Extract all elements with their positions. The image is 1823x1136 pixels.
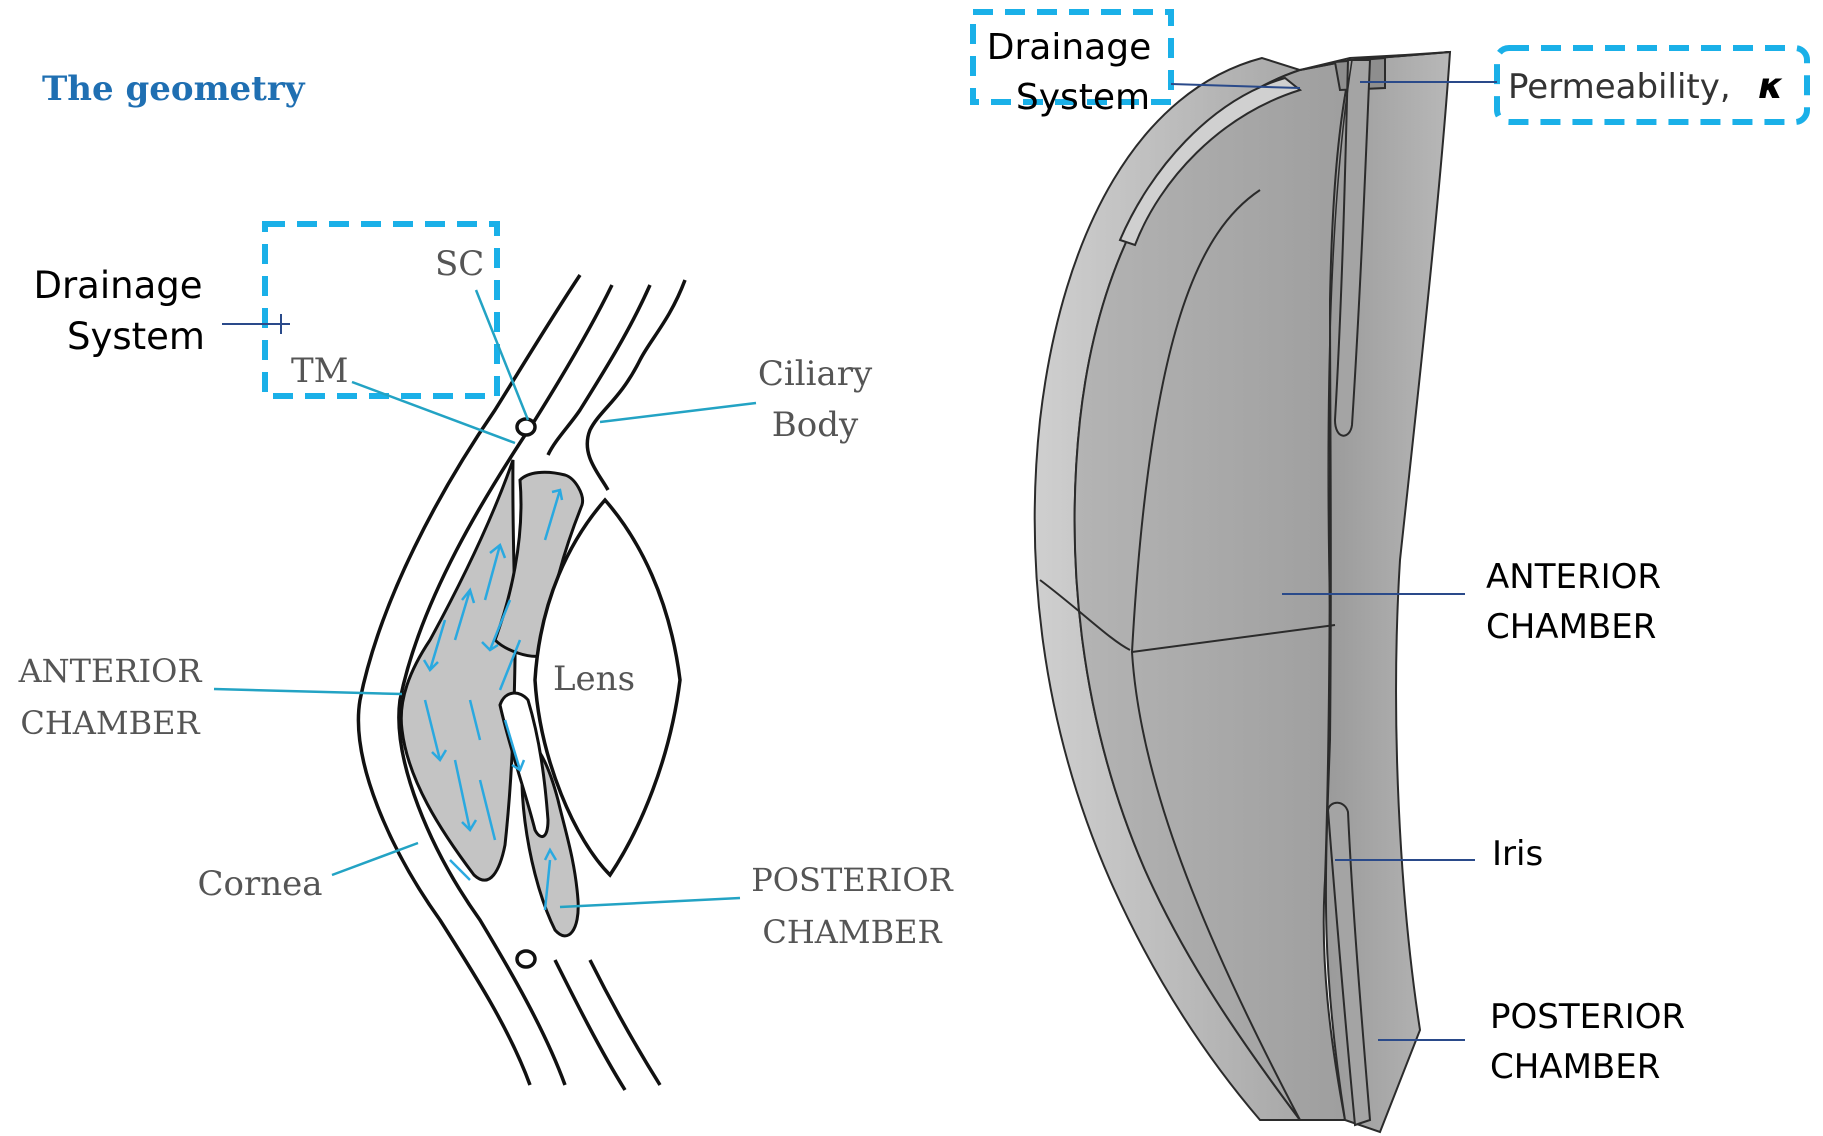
cornea-label: Cornea [197, 864, 322, 904]
right-anterior-label-line1: ANTERIOR [1486, 557, 1661, 597]
left-posterior-label-line2: CHAMBER [762, 913, 942, 951]
right-anterior-label-line2: CHAMBER [1486, 607, 1656, 647]
iris-label: Iris [1492, 834, 1543, 874]
left-schematic: Drainage System SC TM Ciliary Body ANTER… [18, 224, 954, 1090]
tm-label: TM [291, 351, 349, 391]
lower-canal-circle [517, 951, 535, 967]
sc-label: SC [435, 244, 484, 284]
right-posterior-label-line2: CHAMBER [1490, 1047, 1660, 1087]
sclera-line-4 [590, 960, 660, 1085]
figure-title: The geometry [42, 69, 306, 109]
posterior-leader [560, 898, 740, 907]
right-posterior-label-line1: POSTERIOR [1490, 997, 1685, 1037]
right-drainage-label-line1: Drainage [987, 27, 1151, 68]
ciliary-label-line2: Body [772, 405, 859, 445]
anterior-leader [214, 689, 402, 694]
lens-label: Lens [553, 659, 635, 699]
right-3d-model: Drainage System Permeability, κ ANTERIOR… [973, 12, 1807, 1132]
left-drainage-label-line1: Drainage [33, 264, 202, 307]
left-anterior-label-line2: CHAMBER [20, 704, 200, 742]
right-drainage-label-line2: System [1016, 77, 1150, 118]
tm-leader [352, 382, 515, 443]
schlemm-canal-circle [517, 419, 535, 435]
cornea-leader [332, 843, 418, 875]
permeability-label: Permeability, [1508, 67, 1731, 107]
ciliary-leader [600, 403, 756, 422]
left-drainage-label-line2: System [67, 315, 205, 358]
ciliary-label-line1: Ciliary [758, 354, 873, 394]
anterior-chamber-region [401, 460, 515, 880]
left-anterior-label-line1: ANTERIOR [18, 652, 203, 690]
kappa-symbol: κ [1758, 66, 1784, 107]
left-posterior-label-line1: POSTERIOR [751, 861, 953, 899]
sclera-line-3 [555, 960, 625, 1090]
